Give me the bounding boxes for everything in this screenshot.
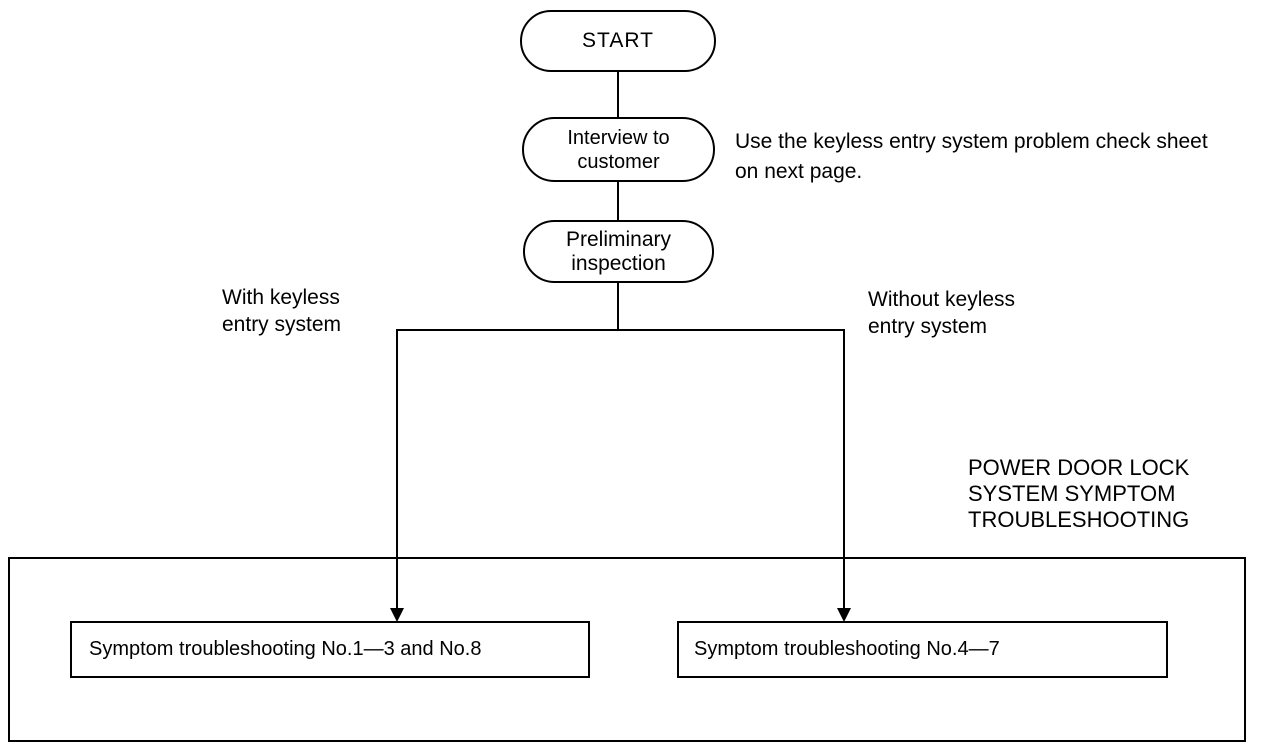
preliminary-inspection-label: Preliminary inspection — [565, 227, 672, 275]
preliminary-inspection-node: Preliminary inspection — [523, 220, 714, 283]
branch-right-vertical-line — [843, 329, 845, 611]
start-node-label: START — [582, 29, 654, 52]
result-box-with-keyless-label: Symptom troubleshooting No.1—3 and No.8 — [89, 638, 482, 660]
interview-customer-node: Interview to customer — [522, 117, 715, 182]
result-box-without-keyless: Symptom troubleshooting No.4—7 — [677, 621, 1168, 678]
arrowhead-right-branch-icon — [837, 608, 851, 622]
connector-start-to-interview — [617, 72, 619, 118]
connector-preliminary-to-branch — [617, 282, 619, 331]
section-title: POWER DOOR LOCK SYSTEM SYMPTOM TROUBLESH… — [968, 455, 1190, 532]
power-door-lock-group-box — [8, 557, 1246, 742]
result-box-without-keyless-label: Symptom troubleshooting No.4—7 — [694, 638, 1000, 660]
branch-left-vertical-line — [396, 329, 398, 611]
right-branch-label: Without keyless entry system — [868, 288, 1016, 338]
arrowhead-left-branch-icon — [390, 608, 404, 622]
left-branch-label: With keyless entry system — [222, 286, 342, 336]
check-sheet-note: Use the keyless entry system problem che… — [735, 130, 1208, 183]
result-box-with-keyless: Symptom troubleshooting No.1—3 and No.8 — [70, 621, 590, 678]
interview-customer-label: Interview to customer — [567, 126, 670, 173]
start-node: START — [520, 10, 716, 72]
branch-horizontal-line — [396, 329, 845, 331]
connector-interview-to-preliminary — [617, 181, 619, 221]
